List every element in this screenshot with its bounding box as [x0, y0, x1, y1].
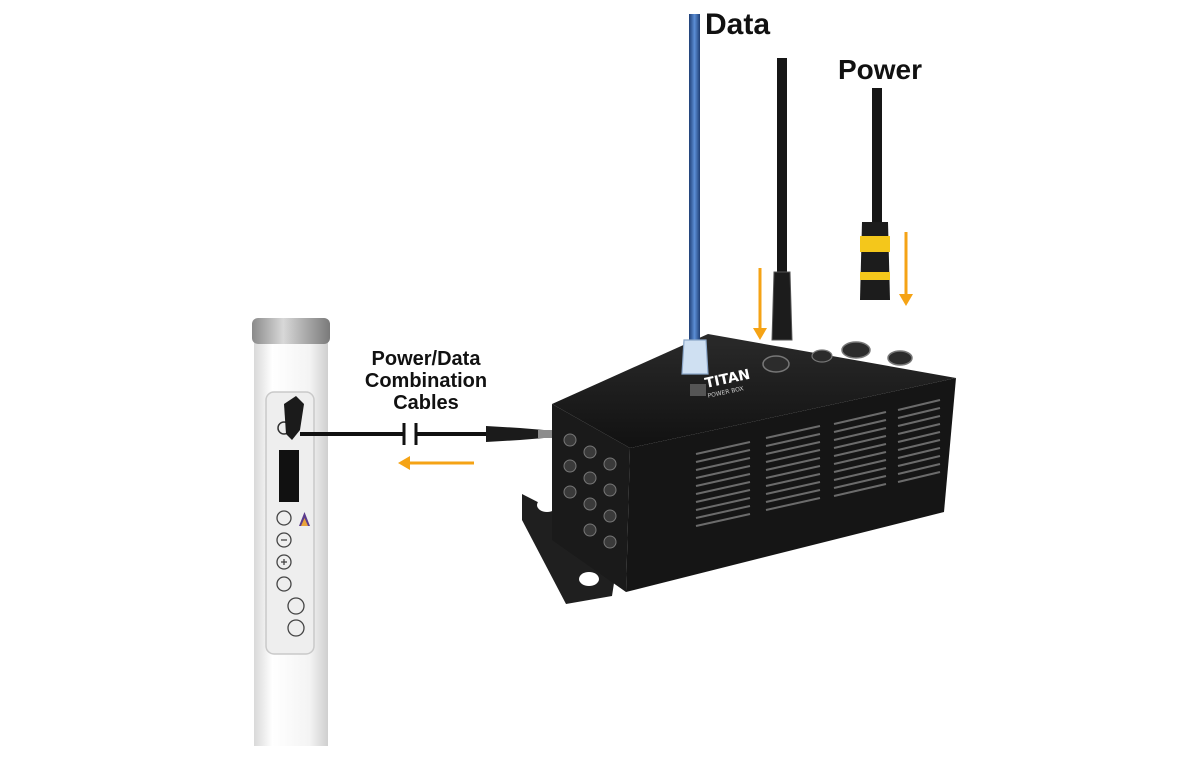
ethernet-port	[690, 384, 706, 396]
enter-button-icon	[276, 576, 292, 592]
minus-button-icon	[276, 532, 292, 548]
combination-cable	[284, 396, 554, 445]
combination-label-line3: Cables	[393, 392, 459, 414]
titan-power-box	[522, 334, 956, 604]
xlr-port	[762, 355, 790, 373]
tube-light	[252, 318, 330, 746]
rj45-connector	[681, 339, 709, 375]
tube-display	[279, 450, 299, 502]
arrow-left-icon	[398, 456, 474, 470]
data-label: Data	[705, 8, 771, 41]
box-top-face	[552, 334, 956, 448]
power-out-port	[887, 350, 913, 366]
menu-button-icon	[276, 510, 292, 526]
power-in-port	[841, 341, 871, 359]
xlr-cable	[771, 58, 793, 341]
ethernet-cable	[681, 14, 709, 375]
sensor-icon	[287, 619, 305, 637]
tube-plug	[284, 396, 304, 440]
combination-cables-label: Power/Data Combination Cables	[340, 348, 512, 414]
tube-end-cap	[252, 318, 330, 344]
device-plug	[486, 426, 544, 442]
output-ports	[563, 433, 617, 549]
arrow-down-power-icon	[899, 232, 913, 306]
combination-label-line2: Combination	[364, 370, 488, 392]
xlr-connector	[771, 271, 793, 341]
plus-button-icon	[276, 554, 292, 570]
combination-label-line1: Power/Data	[371, 348, 481, 370]
arrow-down-data-icon	[753, 268, 767, 340]
power-cable	[860, 88, 890, 300]
aux-port	[811, 349, 833, 363]
power-label: Power	[838, 54, 923, 85]
astera-logo-icon	[299, 512, 310, 526]
pairing-icon	[287, 597, 305, 615]
powercon-connector	[860, 222, 890, 300]
box-vents	[695, 399, 941, 527]
